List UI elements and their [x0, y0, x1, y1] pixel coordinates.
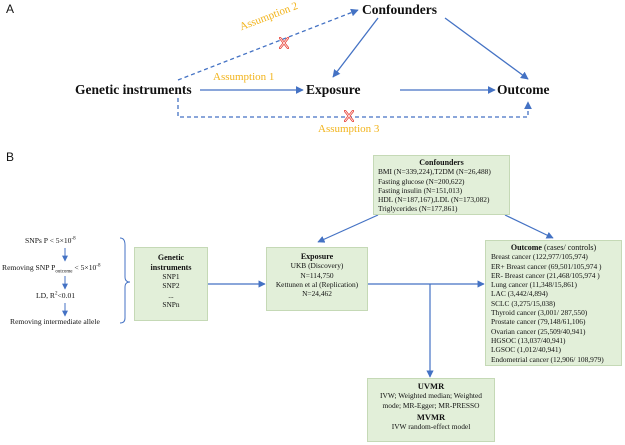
genetic-instruments-node-a: Genetic instruments [75, 82, 192, 97]
confounder-item: Fasting insulin (N=151,013) [378, 185, 463, 195]
snp-item: SNPn [162, 299, 180, 309]
snp-item: ... [168, 290, 174, 300]
violation-x-icon [344, 110, 354, 122]
outcome-item: LGSOC (1,012/40,941) [491, 345, 562, 355]
uvmr-method-line: IVW; Weighted median; Weighted [380, 391, 482, 401]
outcome-item: Thyroid cancer (3,001/ 287,550) [491, 308, 588, 318]
arrow-confounders-to-outcome [444, 17, 529, 80]
confounders-box: Confounders BMI (N=339,224),T2DM (N=26,4… [373, 155, 510, 215]
selection-step-1: SNPs P < 5×10-8 [25, 236, 76, 245]
confounders-node-a: Confounders [362, 2, 438, 17]
outcome-item: Lung cancer (11,348/15,861) [491, 280, 577, 290]
snp-item: SNP1 [162, 272, 180, 281]
outcome-item: Prostate cancer (79,148/61,106) [491, 317, 586, 327]
outcome-item: Ovarian cancer (25,509/40,941) [491, 326, 586, 336]
exposure-item: N=114,750 [300, 270, 334, 280]
uvmr-method-line: mode; MR-Egger; MR-PRESSO [382, 400, 480, 410]
outcome-item: SCLC (3,275/15,038) [491, 298, 556, 308]
selection-step-2: Removing SNP Poutcome < 5×10-8 [2, 263, 101, 275]
confounder-item: Triglycerides (N=177,861) [378, 204, 458, 214]
outcome-item: Breast cancer (122,977/105,974) [491, 252, 588, 262]
exposure-node-a: Exposure [306, 82, 361, 97]
outcome-node-a: Outcome [497, 82, 550, 97]
outcome-item: HGSOC (13,037/40,941) [491, 335, 566, 345]
outcome-item: ER- Breast cancer (21,468/105,974 ) [491, 270, 600, 280]
arrow-confounders-to-exposure [332, 17, 379, 78]
assumption-1-label: Assumption 1 [213, 71, 275, 83]
exposure-title: Exposure [300, 252, 334, 261]
uvmr-title: UVMR [417, 381, 445, 391]
assumption-3-label: Assumption 3 [318, 123, 380, 135]
mvmr-method-line: IVW random-effect model [391, 422, 471, 432]
genetic-instruments-box: Genetic instruments SNP1 SNP2 ... SNPn [134, 247, 208, 321]
selection-step-3: LD, R2<0.01 [36, 291, 76, 300]
outcome-box: Outcome (cases/ controls) Breast cancer … [485, 240, 622, 366]
arrow-confounders-to-outcome-b [504, 214, 554, 239]
confounder-item: BMI (N=339,224),T2DM (N=26,488) [378, 167, 491, 177]
outcome-item: ER+ Breast cancer (69,501/105,974 ) [491, 261, 602, 271]
confounder-item: Fasting glucose (N=200,622) [378, 176, 465, 186]
panel-a-label: A [6, 2, 15, 16]
outcome-item: Endometrial cancer (12,906/ 108,979) [491, 354, 604, 364]
outcome-title: Outcome (cases/ controls) [510, 243, 597, 252]
exposure-item: N=24,462 [302, 289, 332, 299]
exposure-item: Kettunen et al (Replication) [275, 279, 359, 289]
snp-item: SNP2 [162, 281, 180, 291]
genetic-instruments-title: Genetic instruments [150, 253, 192, 272]
violation-x-icon [279, 37, 289, 49]
arrow-confounders-to-exposure-b [317, 214, 379, 243]
exposure-item: UKB (Discovery) [290, 261, 344, 271]
selection-step-4: Removing intermediate allele [10, 317, 100, 326]
outcome-item: LAC (3,442/4,894) [491, 289, 548, 299]
confounders-title: Confounders [419, 158, 464, 167]
mvmr-title: MVMR [416, 411, 446, 422]
panel-b-label: B [6, 150, 15, 164]
dashed-instruments-to-outcome [177, 98, 532, 118]
exposure-box: Exposure UKB (Discovery) N=114,750 Kettu… [266, 247, 368, 311]
confounder-item: HDL (N=187,167),LDL (N=173,082) [378, 195, 490, 205]
analysis-box: UVMR IVW; Weighted median; Weighted mode… [367, 378, 495, 442]
selection-bracket [119, 237, 131, 324]
